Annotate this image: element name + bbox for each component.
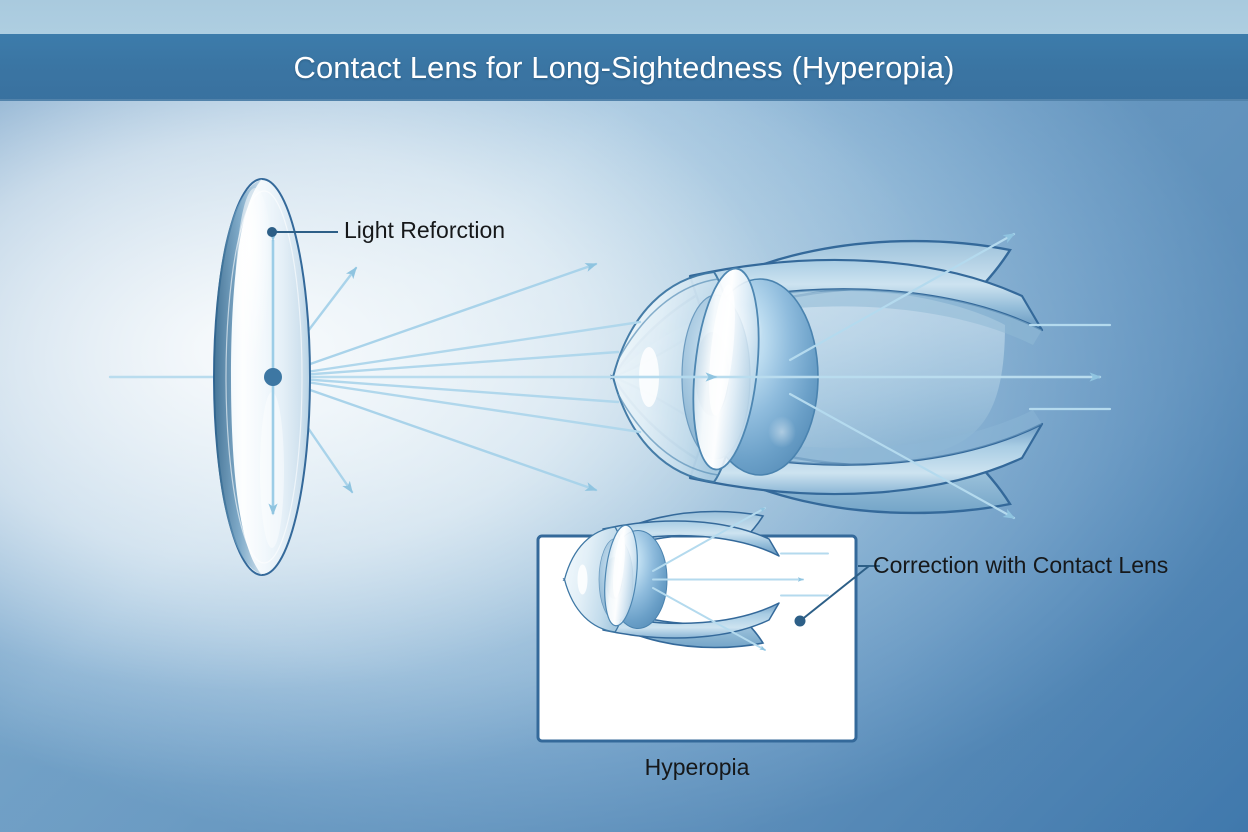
- ray-to-eye-upper2: [271, 350, 620, 379]
- contact-lens-on-eye-sheen: [709, 284, 735, 416]
- contact-lens: [213, 178, 311, 576]
- retina-band-lower: [688, 422, 1044, 496]
- ray-to-eye-lower: [271, 375, 642, 434]
- contact-lens-sheen: [235, 188, 275, 412]
- label-inset-caption: Hyperopia: [644, 754, 750, 780]
- contact-lens-inner-outline: [225, 190, 303, 564]
- inset-contact-lens-sheen: [613, 534, 625, 598]
- inset-retina-lower: [602, 602, 780, 639]
- light-refraction-dot: [267, 227, 277, 237]
- label-correction-with-contact-lens: Correction with Contact Lens: [873, 552, 1169, 578]
- correction-leader-line: [799, 565, 870, 622]
- ray-down-1: [271, 375, 598, 492]
- inset-retina-upper: [602, 520, 780, 557]
- inset-eye: [562, 507, 829, 651]
- ray-to-eye-lower2: [271, 375, 620, 404]
- ray-exit-down: [788, 392, 1016, 520]
- light-refraction-leader: [267, 227, 338, 237]
- ray-exit-up: [788, 232, 1016, 362]
- crystalline-lens-specular-2: [768, 416, 796, 448]
- title-bar: Contact Lens for Long-Sightedness (Hyper…: [0, 34, 1248, 101]
- inset-cornea-highlight: [577, 564, 588, 595]
- anterior-arc-lower: [617, 393, 719, 476]
- label-light-refraction: Light Reforction: [344, 217, 506, 243]
- anterior-arc-upper: [617, 278, 719, 361]
- inset-panel: [536, 507, 880, 743]
- ray-up-1: [271, 262, 598, 379]
- correction-leader-dot: [794, 615, 806, 627]
- eye-exit-rays: [614, 232, 1112, 520]
- inset-rays: [652, 507, 829, 651]
- top-strip: [0, 0, 1248, 34]
- focal-point-dot: [264, 368, 282, 386]
- page-title: Contact Lens for Long-Sightedness (Hyper…: [293, 49, 955, 85]
- contact-lens-left-edge: [214, 179, 262, 575]
- light-rays: [108, 262, 1102, 494]
- ray-to-eye-upper: [271, 320, 642, 379]
